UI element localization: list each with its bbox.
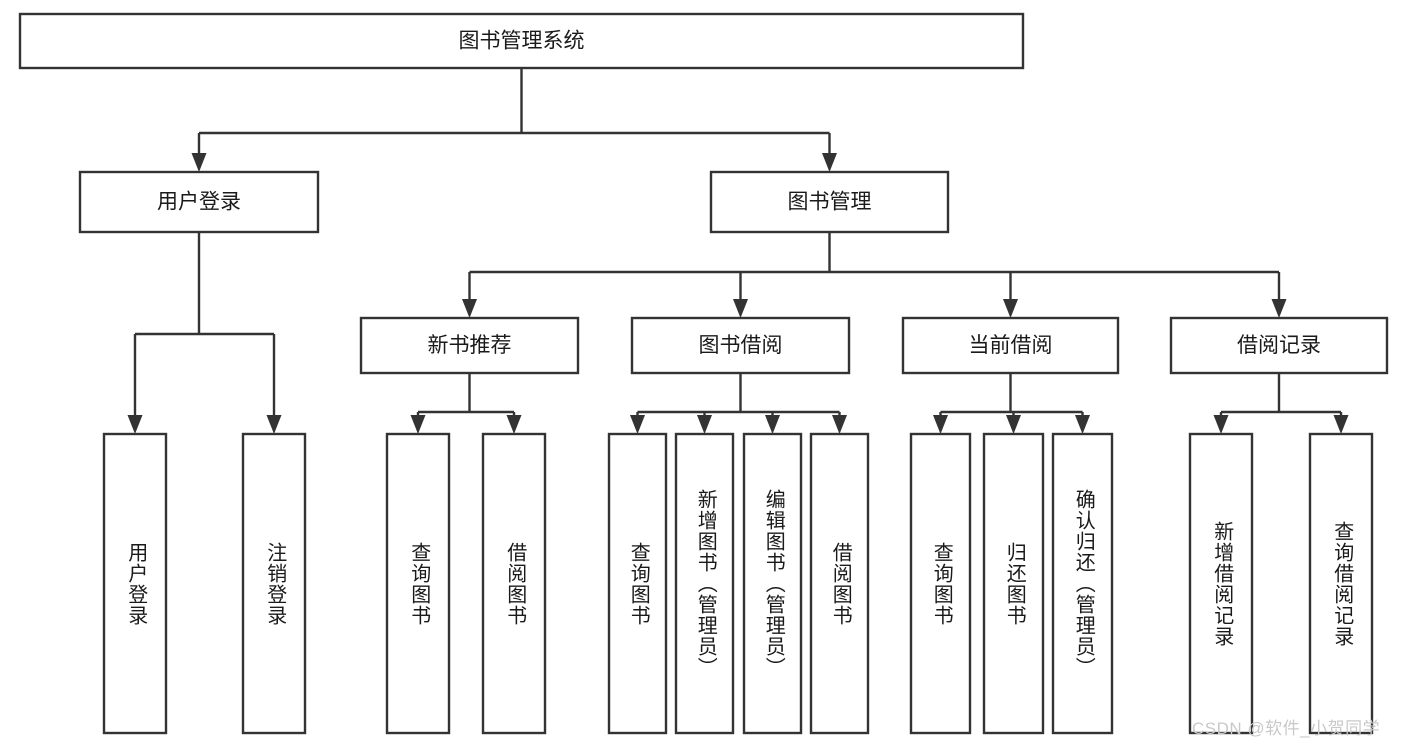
node-box-leaf-logout[interactable] bbox=[241, 432, 307, 735]
arrow-head-icon bbox=[1213, 415, 1229, 434]
arrow-head-icon bbox=[1006, 415, 1021, 434]
arrow-head-icon bbox=[266, 415, 282, 434]
node-label-new-book-recommend: 新书推荐 bbox=[428, 334, 512, 357]
arrow-head-icon bbox=[765, 415, 780, 434]
arrow-head-icon bbox=[462, 299, 477, 318]
arrow-head-icon bbox=[191, 153, 207, 172]
node-box-leaf-query-book-2[interactable] bbox=[607, 432, 668, 735]
node-label-book-manage: 图书管理 bbox=[788, 191, 872, 214]
node-label-book-borrow: 图书借阅 bbox=[699, 334, 783, 357]
arrow-head-icon bbox=[822, 153, 837, 172]
arrow-head-icon bbox=[127, 415, 143, 434]
node-box-leaf-borrow-book-2[interactable] bbox=[809, 432, 870, 735]
node-boxes bbox=[18, 12, 1389, 735]
node-box-book-borrow[interactable] bbox=[630, 316, 851, 375]
arrow-head-icon bbox=[1271, 299, 1287, 318]
arrow-head-icon bbox=[933, 415, 948, 434]
node-box-root[interactable] bbox=[18, 12, 1025, 70]
node-box-leaf-return-book[interactable] bbox=[982, 432, 1045, 735]
node-box-leaf-query-book-3[interactable] bbox=[909, 432, 972, 735]
node-box-leaf-user-login[interactable] bbox=[102, 432, 168, 735]
node-label-user-login: 用户登录 bbox=[157, 191, 241, 214]
csdn-watermark: CSDN @软件_小贺同学 bbox=[1192, 719, 1381, 738]
node-box-leaf-add-record[interactable] bbox=[1188, 432, 1254, 735]
node-box-leaf-confirm-return[interactable] bbox=[1051, 432, 1114, 735]
node-box-current-borrow[interactable] bbox=[901, 316, 1120, 375]
arrow-head-icon bbox=[733, 299, 748, 318]
arrow-head-icon bbox=[832, 415, 847, 434]
node-box-leaf-query-book-1[interactable] bbox=[385, 432, 451, 735]
arrow-head-icon bbox=[697, 415, 712, 434]
node-box-leaf-add-book[interactable] bbox=[674, 432, 735, 735]
arrow-head-icon bbox=[506, 415, 522, 434]
arrow-head-icon bbox=[1075, 415, 1090, 434]
node-box-user-login[interactable] bbox=[78, 170, 320, 234]
node-box-book-manage[interactable] bbox=[709, 170, 950, 234]
node-box-new-book-recommend[interactable] bbox=[359, 316, 580, 375]
connector-edges bbox=[127, 68, 1349, 434]
node-box-leaf-borrow-book-1[interactable] bbox=[481, 432, 547, 735]
node-label-borrow-record: 借阅记录 bbox=[1237, 334, 1321, 357]
arrow-head-icon bbox=[410, 415, 426, 434]
arrow-head-icon bbox=[1333, 415, 1349, 434]
node-label-current-borrow: 当前借阅 bbox=[969, 334, 1053, 357]
node-box-leaf-edit-book[interactable] bbox=[742, 432, 803, 735]
node-box-borrow-record[interactable] bbox=[1169, 316, 1389, 375]
arrow-head-icon bbox=[630, 415, 645, 434]
node-label-root: 图书管理系统 bbox=[459, 30, 585, 53]
arrow-head-icon bbox=[1003, 299, 1018, 318]
node-box-leaf-query-record[interactable] bbox=[1308, 432, 1374, 735]
